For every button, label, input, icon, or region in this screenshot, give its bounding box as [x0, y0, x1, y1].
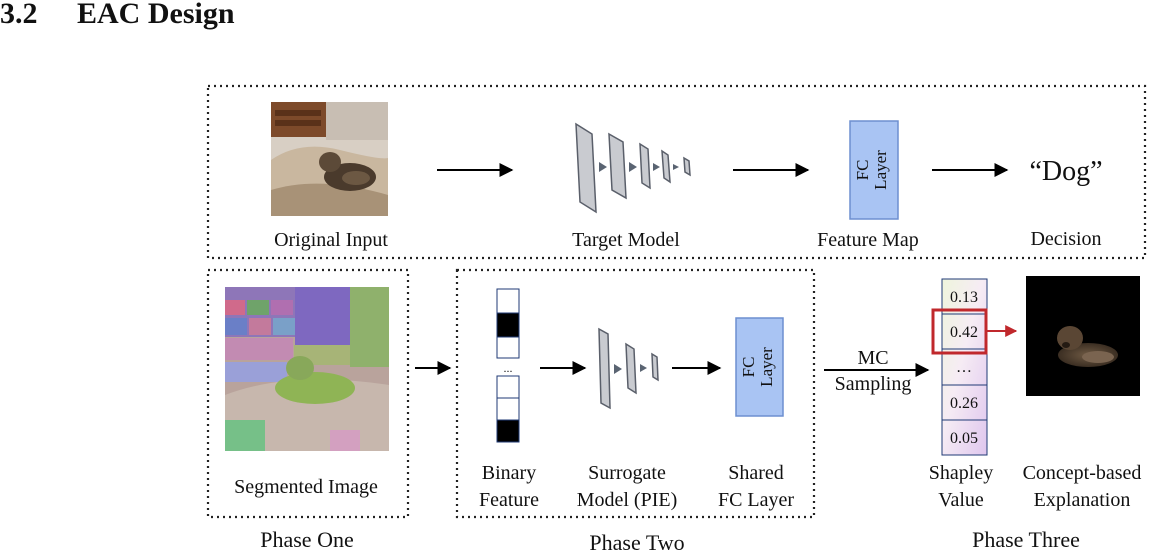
- phase-two-frame: [455, 268, 816, 519]
- fc-layer-text-line1: FC: [853, 160, 872, 181]
- original-input-image: [271, 102, 388, 216]
- target-model-layers-icon: [575, 122, 691, 214]
- concept-label-line1: Concept-based: [1023, 462, 1142, 484]
- shapley-value-cell: 0.26: [950, 395, 978, 412]
- shapley-value-cell: …: [956, 359, 972, 376]
- segmented-image-label: Segmented Image: [234, 476, 378, 498]
- fc-layer-box: [849, 120, 899, 220]
- shared-fc-text-line1: FC: [739, 357, 758, 378]
- surrogate-model-label-line2: Model (PIE): [577, 489, 678, 511]
- shared-fc-label-line2: FC Layer: [718, 489, 794, 511]
- feature-map-label: Feature Map: [817, 229, 919, 251]
- shapley-value-cell: 0.05: [950, 430, 978, 447]
- binary-feature-vector: [496, 288, 520, 443]
- shapley-label-line1: Shapley: [929, 462, 993, 484]
- mc-sampling-line2: Sampling: [835, 373, 912, 395]
- shared-fc-layer-box: [735, 317, 784, 417]
- original-input-label: Original Input: [274, 229, 388, 251]
- concept-explanation-image: [1026, 276, 1140, 396]
- phase-one-frame: [206, 268, 410, 519]
- binary-feature-ellipsis: ...: [504, 361, 513, 375]
- mc-sampling-line1: MC: [857, 347, 888, 369]
- decision-label: Decision: [1030, 228, 1101, 250]
- phase-three-label: Phase Three: [972, 527, 1080, 552]
- section-title: EAC Design: [77, 0, 235, 30]
- highlight-box: [931, 308, 988, 355]
- segmented-image: [225, 287, 389, 451]
- concept-label-line2: Explanation: [1034, 489, 1131, 511]
- surrogate-model-layers-icon: [598, 327, 659, 410]
- target-model-label: Target Model: [572, 229, 680, 251]
- shapley-value-cell: 0.13: [950, 289, 978, 306]
- shapley-label-line2: Value: [938, 489, 984, 511]
- shapley-value-cell: 0.42: [950, 324, 978, 341]
- target-pipeline-frame: [206, 84, 1147, 260]
- fc-layer-text-line2: Layer: [871, 150, 890, 190]
- decision-output: “Dog”: [1029, 156, 1102, 187]
- phase-two-label: Phase Two: [589, 530, 684, 553]
- surrogate-model-label-line1: Surrogate: [588, 462, 666, 484]
- binary-feature-label-line1: Binary: [482, 462, 536, 484]
- shapley-value-column: [941, 278, 988, 456]
- phase-one-label: Phase One: [260, 527, 353, 552]
- binary-feature-label-line2: Feature: [479, 489, 539, 511]
- shared-fc-label-line1: Shared: [728, 462, 784, 484]
- shared-fc-text-line2: Layer: [757, 347, 776, 387]
- section-number: 3.2: [0, 0, 38, 30]
